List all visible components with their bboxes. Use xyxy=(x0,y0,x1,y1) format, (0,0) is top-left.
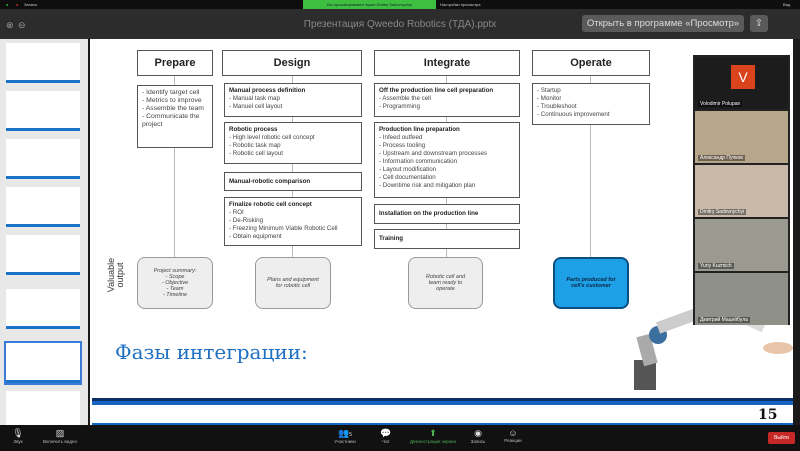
participants-icon: 👥5 xyxy=(338,428,352,438)
integrate-box: Installation on the production line xyxy=(374,204,520,224)
slide-thumbnail[interactable] xyxy=(6,43,80,83)
output-operate: Parts produced for cell's customer xyxy=(553,257,629,309)
close-icon[interactable]: ⊗ xyxy=(6,20,14,30)
participant-name: Volodimir Polupan xyxy=(698,101,743,107)
shield-icon: ● xyxy=(6,2,9,7)
participant-tile[interactable]: Дмитрий Мацейбула xyxy=(695,273,788,325)
record-icon: ● xyxy=(16,2,19,7)
design-box: Manual-robotic comparison xyxy=(224,172,362,191)
slide-thumbnail[interactable] xyxy=(6,91,80,131)
phase-header-operate: Operate xyxy=(532,50,650,76)
share-banner: Вы просматриваете экран Dmitry Sadovnych… xyxy=(303,0,436,9)
chat-icon: 💬 xyxy=(380,428,392,438)
slide-thumbnail[interactable] xyxy=(6,289,80,329)
slide-thumbnails[interactable] xyxy=(0,39,88,431)
recording-label: Запись xyxy=(24,2,38,7)
design-box: Robotic process- High level robotic cell… xyxy=(224,122,362,164)
participant-tile[interactable]: Dmitry Sadovnychyi xyxy=(695,165,788,217)
integrate-box: Production line preparation- Infeed outf… xyxy=(374,122,520,198)
share-icon[interactable]: ⇪ xyxy=(750,15,768,32)
participant-name: Dmitry Sadovnychyi xyxy=(698,209,747,215)
audio-button[interactable]: 🎙Звук xyxy=(0,428,43,444)
output-design: Plans and equipment for robotic cell xyxy=(255,257,331,309)
participant-tile[interactable]: Yuriy Kuzmich xyxy=(695,219,788,271)
slide-page-number: 15 xyxy=(758,407,778,423)
share-screen-icon: ⬆ xyxy=(429,428,437,438)
output-integrate: Robotic cell and team ready to operate xyxy=(408,257,483,309)
slide-thumbnail[interactable] xyxy=(6,187,80,227)
chat-button[interactable]: 💬Чат xyxy=(361,428,411,444)
integrate-box: Training xyxy=(374,229,520,249)
avatar: V xyxy=(731,65,755,89)
slide-thumbnail-selected[interactable] xyxy=(4,341,82,385)
slide-thumbnail[interactable] xyxy=(6,235,80,275)
slide-footer-band xyxy=(92,405,793,423)
open-in-preview-button[interactable]: Открыть в программе «Просмотр» xyxy=(582,15,744,32)
microphone-icon: 🎙 xyxy=(12,428,24,438)
record-button[interactable]: ◉Запись xyxy=(453,428,503,444)
participant-name: Дмитрий Мацейбула xyxy=(698,317,750,323)
reactions-icon: ☺ xyxy=(508,428,518,438)
slide-thumbnail[interactable] xyxy=(6,139,80,179)
phase-header-integrate: Integrate xyxy=(374,50,520,76)
reactions-button[interactable]: ☺Реакции xyxy=(488,428,538,443)
design-box: Manual process definition- Manual task m… xyxy=(224,83,362,117)
slide-title: Фазы интеграции: xyxy=(115,340,308,364)
document-title: Презентация Qweedo Robotics (ТДА).pptx xyxy=(303,19,497,30)
output-prepare: Project summary:- Scope- Objective- Team… xyxy=(137,257,213,309)
participant-name: Yuriy Kuzmich xyxy=(698,263,734,269)
view-options-button[interactable]: Настройки просмотра xyxy=(440,2,481,7)
participants-panel: V Volodimir Polupan Александр Пупков Dmi… xyxy=(693,55,790,325)
record-icon: ◉ xyxy=(474,428,482,438)
video-off-icon: ▨ xyxy=(55,428,65,438)
valuable-output-label: Valuable output xyxy=(106,257,125,293)
leave-button[interactable]: Выйти xyxy=(768,432,795,444)
participant-tile[interactable]: V Volodimir Polupan xyxy=(695,57,788,109)
operate-box: - Startup- Monitor- Troubleshoot- Contin… xyxy=(532,83,650,125)
phase-header-design: Design xyxy=(222,50,362,76)
view-button[interactable]: Вид xyxy=(783,2,791,7)
participant-name: Александр Пупков xyxy=(698,155,745,161)
minimize-icon[interactable]: ⊖ xyxy=(18,20,26,30)
phase-header-prepare: Prepare xyxy=(137,50,213,76)
integrate-box: Off the production line cell preparation… xyxy=(374,83,520,117)
video-button[interactable]: ▨Включить видео xyxy=(35,428,85,444)
design-box: Finalize robotic cell concept- ROI- De-R… xyxy=(224,197,362,246)
prepare-box: - Identify target cell- Metrics to impro… xyxy=(137,85,213,148)
participant-tile[interactable]: Александр Пупков xyxy=(695,111,788,163)
share-screen-button[interactable]: ⬆Демонстрация экрана xyxy=(408,428,458,444)
